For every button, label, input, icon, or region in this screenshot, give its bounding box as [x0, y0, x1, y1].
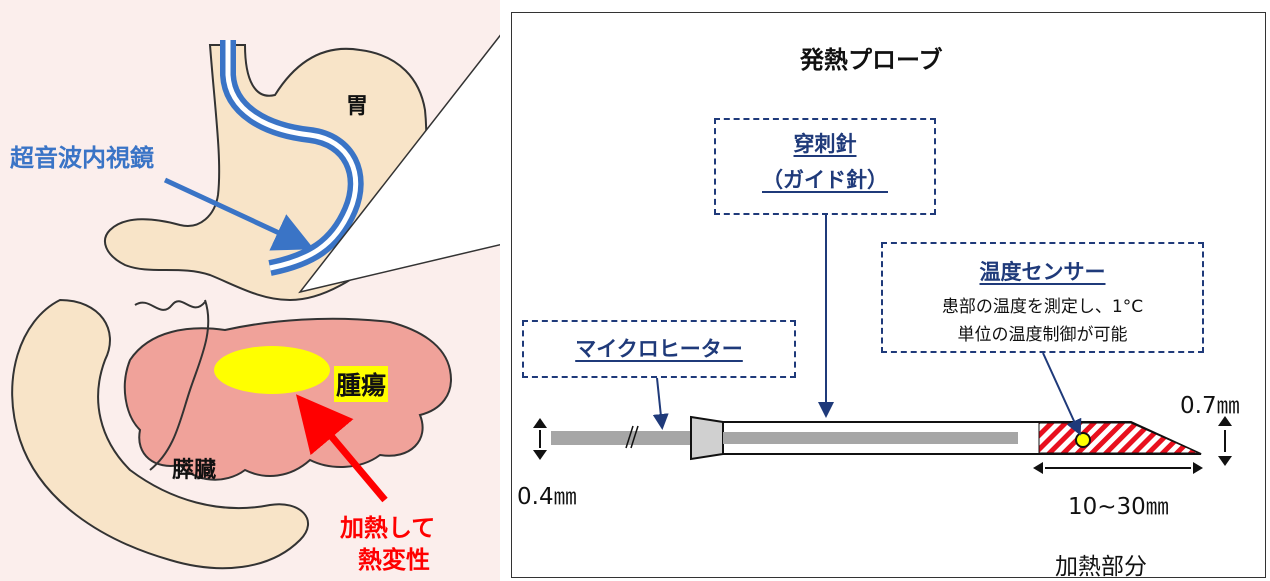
- wire-break-mark-1: [625, 425, 634, 449]
- endoscope-arrow: [163, 177, 315, 251]
- needle-label-line2: （ガイド針）: [762, 168, 888, 192]
- endoscope-tube-inner: [225, 40, 359, 271]
- probe-drawing: [533, 415, 1232, 474]
- sensor-label-box: [881, 242, 1204, 353]
- sensor-desc-line2: 単位の温度制御が可能: [957, 325, 1128, 345]
- heater-label: マイクロヒーター: [575, 337, 743, 361]
- stomach-label: 胃: [346, 94, 369, 119]
- pancreas-shape: [123, 317, 452, 481]
- probe-title: 発熱プローブ: [800, 46, 943, 74]
- pancreatic-duct-wave: [134, 300, 206, 311]
- probe-hub: [690, 415, 724, 461]
- endoscope-label: 超音波内視鏡: [10, 144, 154, 172]
- sensor-title: 温度センサー: [979, 260, 1106, 284]
- callout-wedge: [298, 8, 520, 294]
- heating-part-label: 加熱部分: [1055, 554, 1147, 580]
- pancreas-label: 膵臓: [172, 458, 217, 483]
- needle-label-box: [714, 118, 936, 215]
- anatomy-illustration: [0, 0, 520, 581]
- sensor-desc-line1: 患部の温度を測定し、1°C: [941, 297, 1144, 317]
- heat-label-line1: 加熱して: [340, 514, 436, 542]
- temperature-sensor-dot: [1075, 432, 1091, 448]
- needle-core: [723, 432, 1018, 444]
- duodenum-shape: [11, 298, 310, 570]
- heat-label-line2: 熱変性: [358, 546, 430, 574]
- heating-section: [1038, 422, 1200, 454]
- bile-duct: [149, 299, 210, 471]
- dim-heating-length: 10~30㎜: [1068, 494, 1169, 520]
- heater-label-box: [522, 320, 796, 378]
- tumor-label: 腫瘍: [334, 366, 389, 402]
- dim-heater-diameter: 0.4㎜: [517, 484, 577, 510]
- needle-label-line1: 穿刺針: [793, 132, 857, 156]
- heat-arrow: [295, 394, 388, 503]
- dim-tip-diameter: 0.7㎜: [1180, 393, 1240, 419]
- wire-break-mark-2: [630, 425, 639, 449]
- tumor-ellipse: [214, 346, 330, 394]
- heater-wire: [551, 431, 691, 445]
